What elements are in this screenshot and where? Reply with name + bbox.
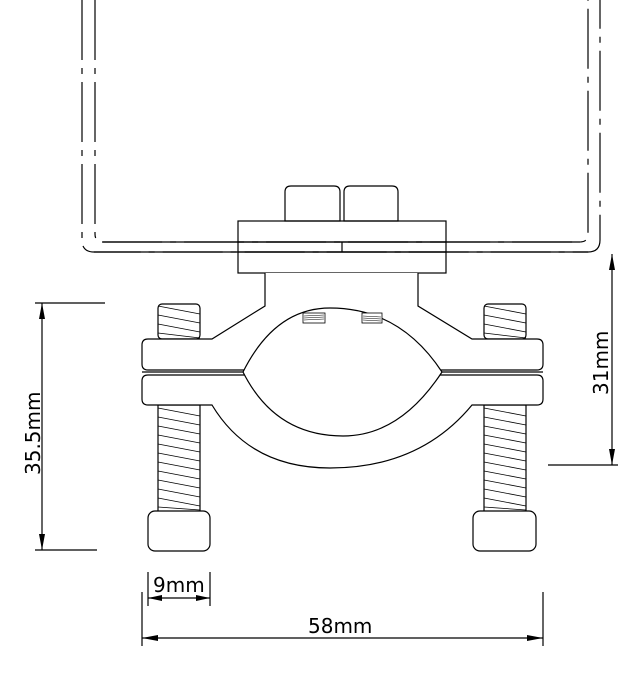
mounting-plate [237,220,447,274]
thread-line [483,452,527,462]
thread-line [483,425,527,435]
thread-line [157,434,201,444]
thread-line [157,443,201,453]
dimension-9mm: 9mm [147,572,211,606]
dimension-58mm: 58mm [141,592,544,646]
thread-line [483,323,527,333]
top-nuts [284,185,399,222]
thread-line [483,305,527,315]
thread-line [483,497,527,507]
dimension-35-5mm: 35.5mm [21,302,105,551]
dimension-31mm: 31mm [548,254,618,466]
thread-line [157,461,201,471]
thread-line [157,416,201,426]
dimension-label-31mm: 31mm [589,331,613,395]
thread-line [483,416,527,426]
dimension-label-9mm: 9mm [153,573,205,597]
thread-line [483,332,527,339]
thread-line [483,443,527,453]
thread-line [157,497,201,507]
thread-line [483,314,527,324]
thread-line [483,434,527,444]
thread-line [157,479,201,489]
dimension-label-58mm: 58mm [308,614,372,638]
thread-line [483,506,527,511]
thread-line [483,479,527,489]
clamp-body [141,273,544,469]
thread-line [157,425,201,435]
thread-line [157,452,201,462]
thread-line [157,332,201,339]
thread-line [157,506,201,511]
right-bolt [472,303,537,552]
left-bolt [147,303,211,552]
channel-outline [81,0,601,253]
dimension-label-35-5mm: 35.5mm [21,392,45,476]
thread-line [483,488,527,498]
thread-line [483,470,527,480]
thread-line [157,470,201,480]
thread-line [157,314,201,324]
thread-line [483,461,527,471]
thread-line [157,407,201,417]
thread-line [157,323,201,333]
thread-line [483,407,527,417]
thread-line [157,305,201,315]
thread-line [157,488,201,498]
